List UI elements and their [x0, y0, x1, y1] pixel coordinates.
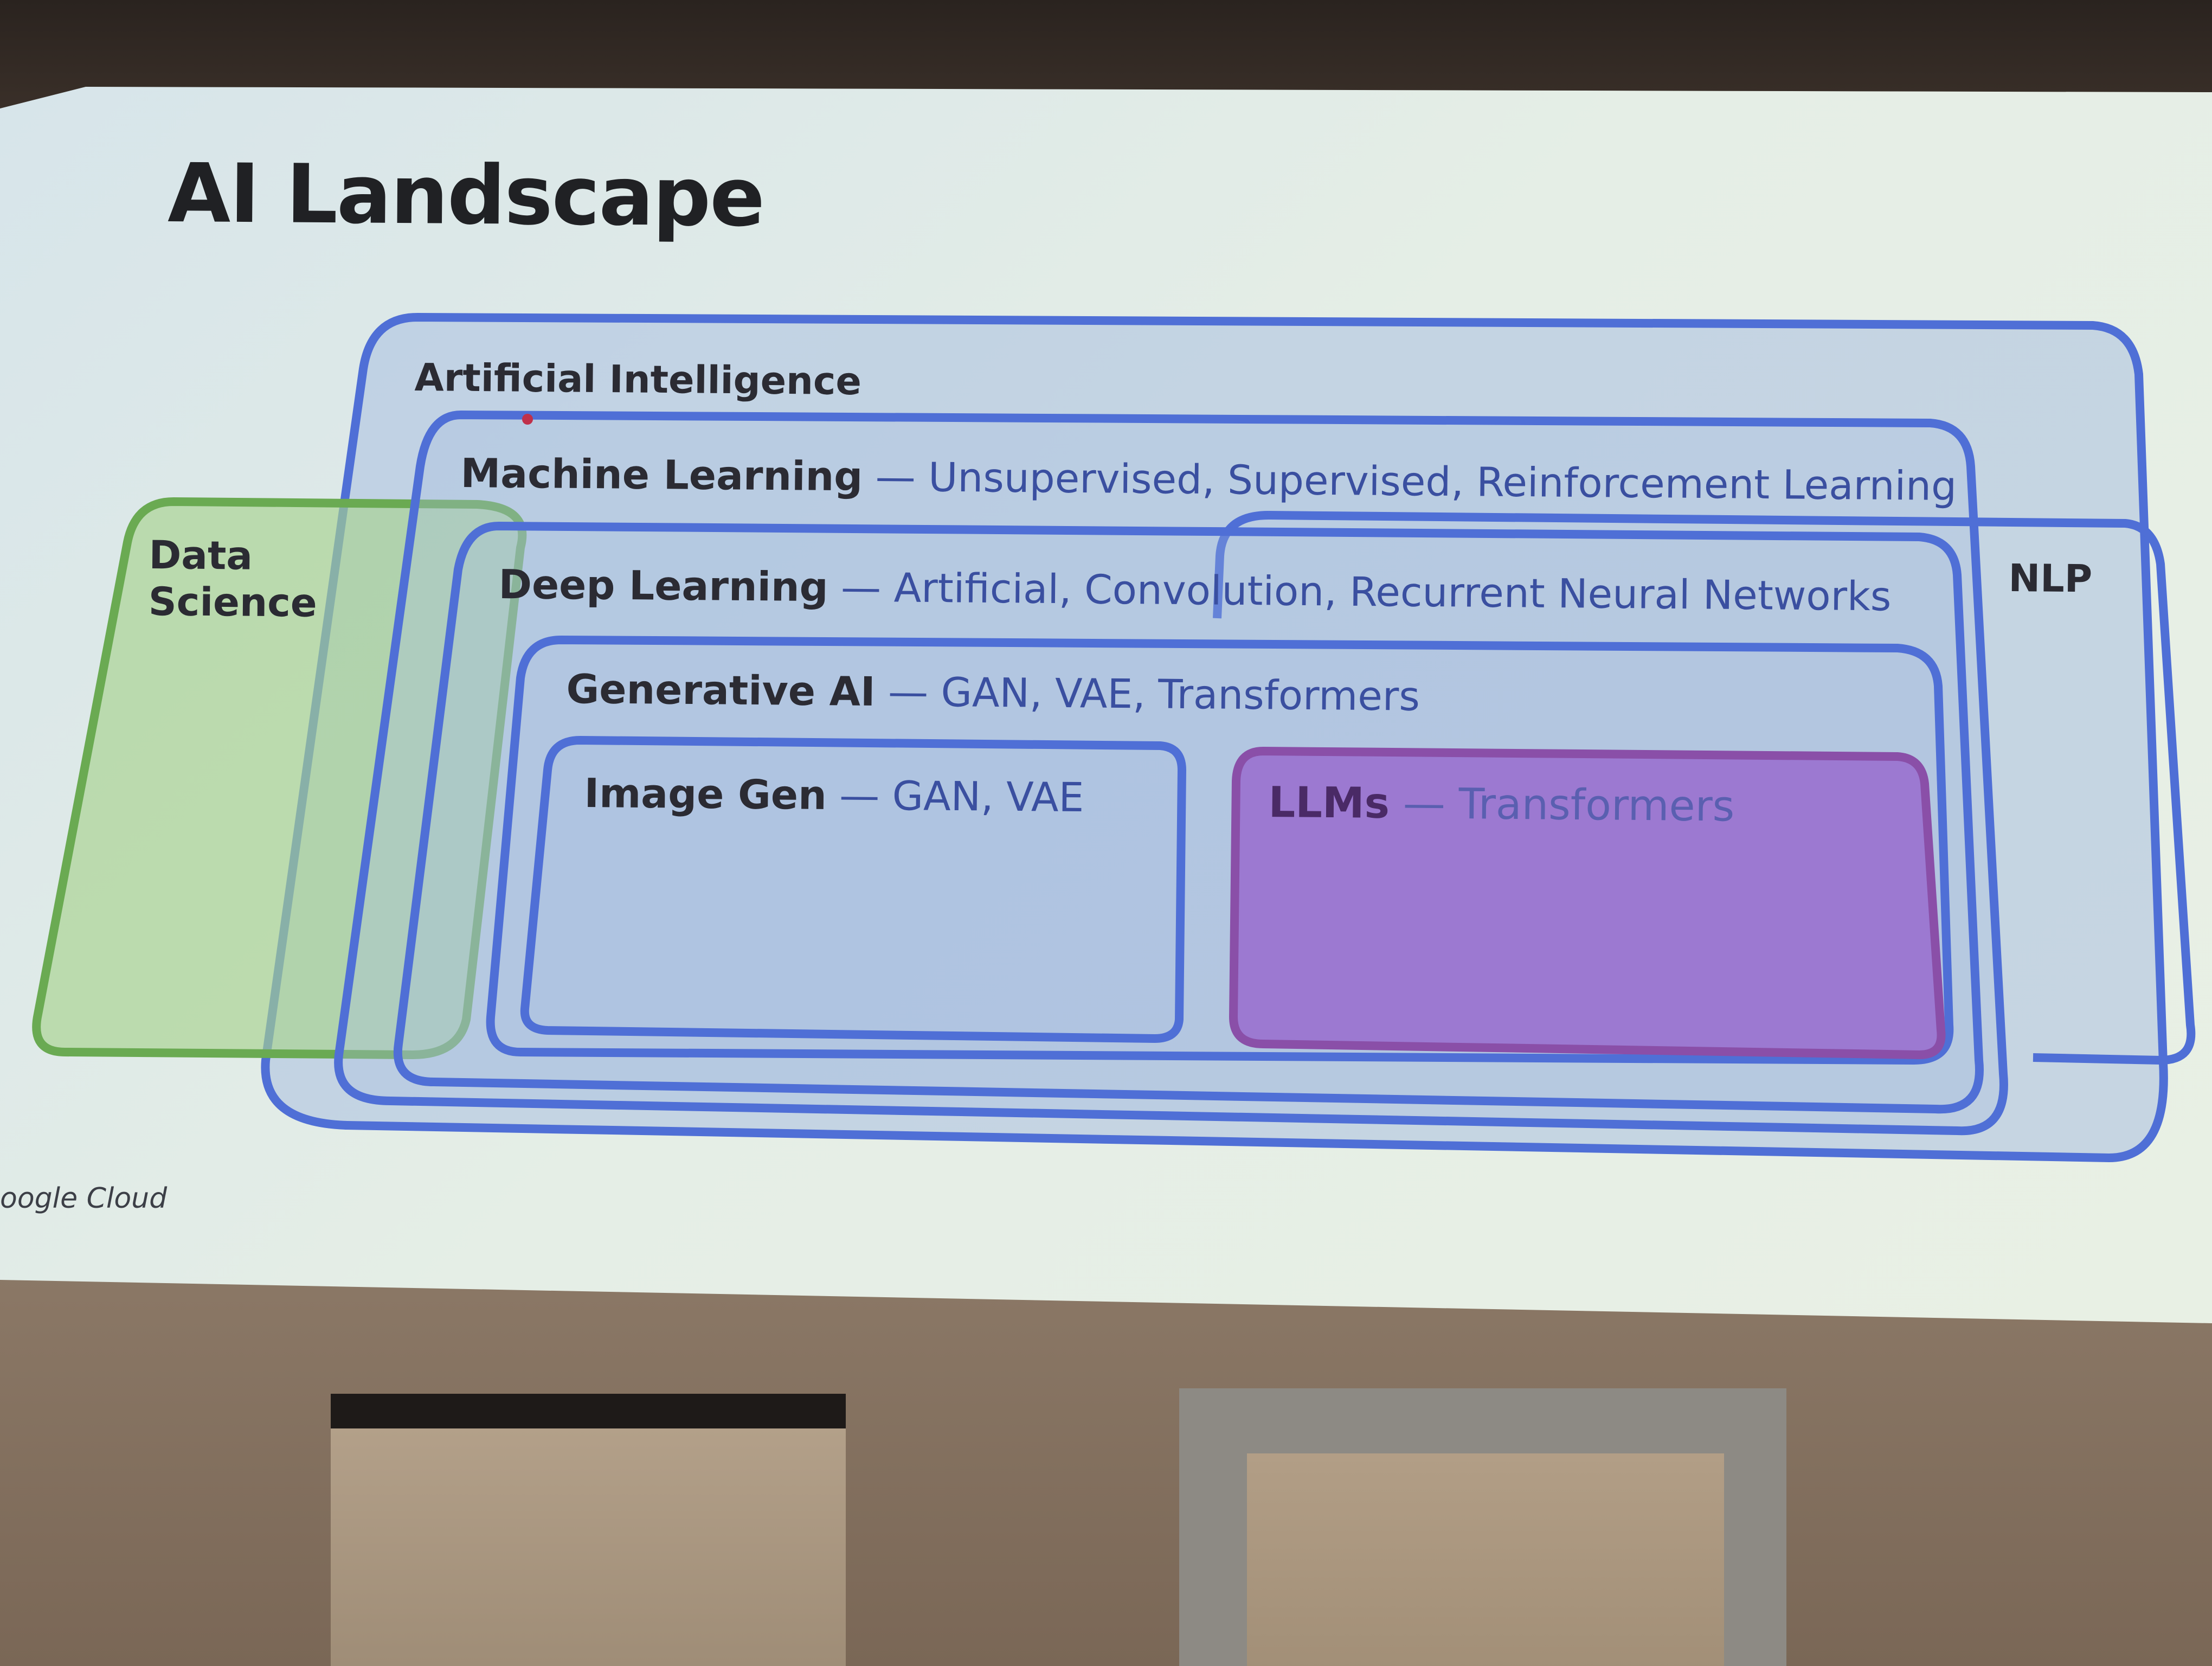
- ai-name: Artificial Intelligence: [414, 355, 862, 404]
- ml-name: Machine Learning: [460, 450, 863, 501]
- label-generative-ai: Generative AI — GAN, VAE, Transformers: [566, 666, 1420, 720]
- image-gen-box: [520, 735, 1187, 1043]
- label-llms: LLMs — Transformers: [1268, 778, 1734, 831]
- llm-name: LLMs: [1268, 778, 1390, 828]
- gen-detail: — GAN, VAE, Transformers: [875, 668, 1420, 720]
- ml-detail: — Unsupervised, Supervised, Reinforcemen…: [862, 453, 1957, 510]
- laser-dot: [522, 414, 533, 425]
- label-artificial-intelligence: Artificial Intelligence: [414, 355, 861, 403]
- dl-name: Deep Learning: [498, 561, 828, 611]
- room-frame-inner: [1247, 1453, 1724, 1666]
- llms-box: [1229, 746, 1946, 1060]
- gen-name: Generative AI: [566, 666, 876, 715]
- img-detail: — GAN, VAE: [826, 772, 1084, 822]
- label-data-science: Data Science: [148, 531, 318, 626]
- label-nlp: NLP: [2008, 556, 2093, 601]
- footer-brand: oogle Cloud: [0, 1182, 168, 1215]
- img-name: Image Gen: [584, 770, 827, 819]
- room-panel-left: [331, 1394, 846, 1666]
- label-image-gen: Image Gen — GAN, VAE: [584, 770, 1084, 821]
- llm-detail: — Transformers: [1389, 779, 1735, 831]
- nlp-box: [1268, 511, 2196, 1065]
- nlp-box-left: [1213, 511, 1269, 619]
- dl-detail: — Artificial, Convolution, Recurrent Neu…: [828, 564, 1892, 620]
